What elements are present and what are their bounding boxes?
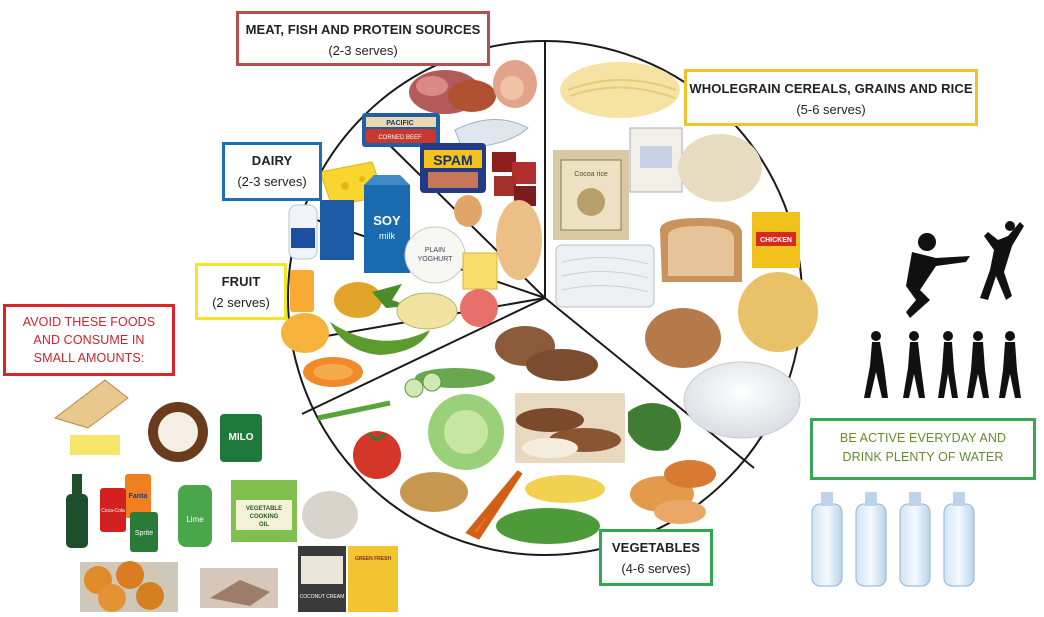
label-dairy-title: DAIRY [251, 153, 293, 168]
label-active-line1: BE ACTIVE EVERYDAY AND [839, 431, 1007, 445]
svg-text:SOY: SOY [373, 213, 401, 228]
melon-slices-image [396, 292, 458, 330]
crab-image [448, 80, 496, 112]
flour-bag-image [629, 127, 683, 193]
potato-image [400, 472, 468, 512]
fruit-foods [281, 270, 498, 387]
yoghurt-tub: PLAIN YOGHURT [404, 226, 466, 284]
butter-image [70, 435, 120, 455]
vermicelli-image [555, 244, 655, 308]
soy-milk-carton: SOY milk [364, 175, 410, 273]
corned-beef-can: PACIFIC CORNED BEEF [362, 113, 440, 147]
cooking-oil-tin: VEGETABLE COOKING OIL [231, 480, 297, 542]
svg-text:COCONUT CREAM: COCONUT CREAM [300, 594, 345, 600]
rice-bowl-image [683, 361, 801, 439]
cake-image [53, 379, 129, 429]
spaghetti-image [560, 62, 680, 118]
milk-carton-image [320, 200, 354, 260]
leafy-greens-image [628, 402, 682, 451]
apple-image [460, 289, 498, 327]
corn-image [525, 475, 605, 503]
svg-text:Lime: Lime [186, 515, 204, 524]
rice-bag-image: Cocoa rice [553, 150, 629, 240]
mango-image [281, 313, 329, 353]
cereal-foods: Cocoa rice CHICKEN [553, 62, 818, 439]
protein-foods: PACIFIC CORNED BEEF SPAM [362, 60, 542, 280]
svg-text:YOGHURT: YOGHURT [418, 256, 454, 263]
label-avoid: AVOID THESE FOODS AND CONSUME IN SMALL A… [3, 304, 175, 376]
avoid-foods: MILO Fanta Coca-Cola Sprite Lime VEGETAB… [53, 379, 398, 612]
svg-text:MILO: MILO [229, 432, 254, 443]
label-avoid-line3: SMALL AMOUNTS: [33, 351, 145, 365]
spam-can: SPAM [420, 143, 486, 193]
label-avoid-line2: AND CONSUME IN [33, 333, 145, 347]
label-active-line2: DRINK PLENTY OF WATER [842, 450, 1004, 464]
cabbage-image [428, 394, 504, 470]
egg-image [454, 195, 482, 227]
rolled-oats-image [678, 134, 762, 202]
vegetable-foods [317, 326, 716, 544]
svg-text:Fanta: Fanta [129, 493, 148, 500]
label-dairy-serves: (2-3 serves) [237, 174, 307, 189]
beer-bottle-image [66, 474, 88, 548]
svg-text:Coca-Cola: Coca-Cola [101, 508, 125, 514]
milo-tin: MILO [220, 414, 262, 462]
label-protein-title: MEAT, FISH AND PROTEIN SOURCES [245, 22, 481, 37]
juice-glass-image [290, 270, 314, 312]
cucumber-slices-image [404, 368, 495, 398]
egg-noodles-image [738, 272, 818, 352]
instant-noodles-pack: CHICKEN [752, 212, 800, 268]
svg-text:CORNED BEEF: CORNED BEEF [378, 135, 422, 141]
label-vegetables-title: VEGETABLES [611, 540, 701, 555]
carrot-image [465, 470, 523, 540]
label-fruit-serves: (2 serves) [212, 295, 270, 310]
sweet-potato-image [630, 460, 716, 524]
svg-text:PACIFIC: PACIFIC [386, 120, 413, 127]
svg-text:GREEN FRESH: GREEN FRESH [355, 556, 392, 562]
label-cereals: WHOLEGRAIN CEREALS, GRAINS AND RICE (5-6… [684, 69, 978, 126]
salt-bowl-image [302, 491, 358, 539]
svg-text:Sprite: Sprite [135, 530, 153, 537]
svg-text:COOKING: COOKING [250, 514, 279, 520]
label-active: BE ACTIVE EVERYDAY AND DRINK PLENTY OF W… [810, 418, 1036, 480]
svg-text:OIL: OIL [259, 522, 269, 528]
label-vegetables-serves: (4-6 serves) [621, 561, 691, 576]
svg-text:SPAM: SPAM [433, 152, 472, 168]
svg-text:Cocoa rice: Cocoa rice [574, 171, 608, 178]
coconut-cream-cans: COCONUT CREAM GREEN FRESH [298, 546, 398, 612]
pineapple-image [334, 282, 410, 318]
svg-text:milk: milk [379, 231, 395, 241]
walking-people-icon [864, 331, 1021, 398]
tomato-image [353, 431, 401, 479]
label-protein: MEAT, FISH AND PROTEIN SOURCES (2-3 serv… [236, 11, 490, 66]
doughnuts-image [80, 561, 178, 612]
coconut-image [148, 402, 208, 462]
dairy-foods: SOY milk PLAIN YOGHURT [288, 161, 498, 290]
label-fruit-title: FRUIT [221, 274, 261, 289]
spring-onion-image [317, 400, 391, 421]
desiccated-coconut-image [645, 308, 721, 368]
label-dairy: DAIRY (2-3 serves) [222, 142, 322, 201]
cordial-bottle-image: Lime [178, 485, 212, 547]
label-avoid-line1: AVOID THESE FOODS [22, 315, 156, 329]
label-protein-serves: (2-3 serves) [328, 43, 398, 58]
svg-text:VEGETABLE: VEGETABLE [246, 506, 282, 512]
bok-choy-image [496, 508, 600, 544]
chicken-breast-image [496, 200, 542, 280]
milk-bottle-image [288, 204, 318, 260]
soft-drink-cans: Fanta Coca-Cola Sprite [100, 474, 158, 552]
svg-text:CHICKEN: CHICKEN [760, 237, 792, 244]
label-vegetables: VEGETABLES (4-6 serves) [599, 529, 713, 586]
label-cereals-serves: (5-6 serves) [796, 102, 866, 117]
cheese-slice-image [462, 252, 498, 290]
sports-icon [906, 221, 1024, 318]
water-bottles-image [811, 492, 975, 587]
svg-text:PLAIN: PLAIN [425, 247, 445, 254]
label-cereals-title: WHOLEGRAIN CEREALS, GRAINS AND RICE [689, 81, 973, 96]
label-fruit: FRUIT (2 serves) [195, 263, 287, 320]
cassava-image [515, 393, 625, 463]
banana-image [330, 322, 430, 355]
